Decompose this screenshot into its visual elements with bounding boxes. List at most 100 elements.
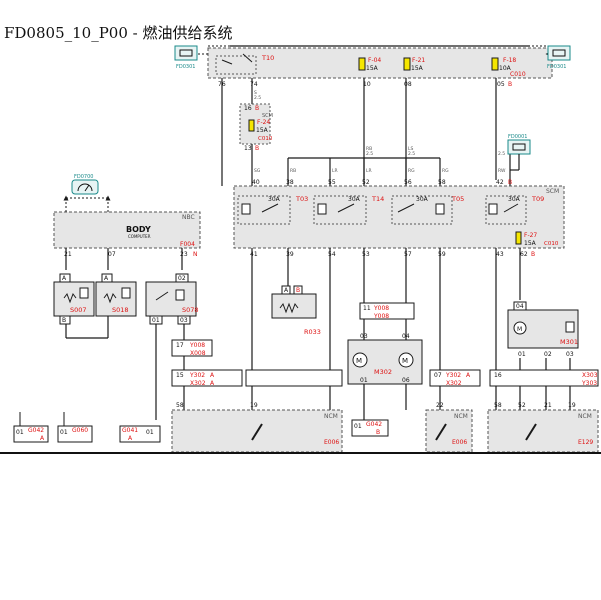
svg-text:B: B <box>255 145 259 152</box>
top-box-code: C010 <box>510 71 526 78</box>
svg-text:N: N <box>193 251 198 258</box>
svg-text:S: S <box>254 90 257 96</box>
resistor-r033: A B R033 <box>271 285 321 336</box>
svg-text:19: 19 <box>250 402 258 409</box>
svg-text:C010: C010 <box>258 136 273 142</box>
svg-text:BODY: BODY <box>126 225 151 234</box>
motor-m302: 03 04 M M M302 01 06 <box>347 333 423 385</box>
svg-text:19: 19 <box>568 402 576 409</box>
svg-text:X302: X302 <box>190 380 206 387</box>
svg-text:FD0700: FD0700 <box>74 174 93 180</box>
fd0700-gauge[interactable]: FD0700 <box>71 174 99 195</box>
page-title: FD0805_10_P00 - 燃油供给系统 <box>4 24 233 42</box>
connector-x303: 16 X303 Y303 <box>489 369 599 387</box>
svg-text:07: 07 <box>434 372 442 379</box>
fuse-f27: F-27 15A C010 <box>515 231 559 247</box>
svg-text:21: 21 <box>544 402 552 409</box>
svg-text:43: 43 <box>496 251 504 258</box>
fd0700-wires <box>63 195 111 212</box>
svg-text:RG: RG <box>408 168 415 174</box>
svg-text:55: 55 <box>328 179 336 186</box>
wire-labels: S 2.5 RB 2.5 LS 2.5 2.5 SG RB LR LR RG R… <box>254 90 506 174</box>
svg-text:30A: 30A <box>268 196 281 203</box>
fd0301-right-label: FD0301 <box>547 64 566 70</box>
svg-text:01: 01 <box>146 429 154 436</box>
svg-text:52: 52 <box>362 179 370 186</box>
svg-text:LR: LR <box>332 168 338 174</box>
svg-text:S018: S018 <box>112 306 129 314</box>
svg-text:S078: S078 <box>182 306 199 314</box>
svg-text:16: 16 <box>494 372 502 379</box>
svg-text:42: 42 <box>496 179 504 186</box>
svg-text:30A: 30A <box>508 196 521 203</box>
svg-text:M: M <box>402 357 408 365</box>
svg-text:A: A <box>210 372 215 379</box>
svg-text:E006: E006 <box>324 439 339 446</box>
svg-text:A: A <box>466 372 471 379</box>
svg-text:RB: RB <box>366 146 372 152</box>
svg-text:G060: G060 <box>72 427 88 434</box>
svg-text:74: 74 <box>250 81 258 88</box>
ground-g042-a: 01 G042 A <box>13 412 49 443</box>
svg-text:10: 10 <box>363 81 371 88</box>
svg-text:08: 08 <box>404 81 412 88</box>
svg-text:04: 04 <box>516 303 524 310</box>
fuse-f18: F-18 10A <box>491 57 516 72</box>
svg-text:16: 16 <box>244 105 252 112</box>
fd0301-left-connector[interactable]: FD0301 <box>174 45 208 70</box>
svg-text:SG: SG <box>254 168 261 174</box>
svg-text:A: A <box>40 435 45 442</box>
svg-text:T05: T05 <box>451 195 464 203</box>
svg-text:M: M <box>517 326 522 333</box>
bcm-wires <box>65 248 183 270</box>
svg-text:2.5: 2.5 <box>366 151 373 157</box>
connector-y302-right: 07 Y302 A X302 <box>429 369 481 387</box>
svg-text:02: 02 <box>178 275 186 282</box>
svg-text:15A: 15A <box>256 127 269 134</box>
svg-text:59: 59 <box>438 251 446 258</box>
svg-text:03: 03 <box>180 317 188 324</box>
svg-text:53: 53 <box>362 251 370 258</box>
svg-text:LR: LR <box>366 168 372 174</box>
svg-text:F-18: F-18 <box>503 57 516 64</box>
svg-text:52: 52 <box>518 402 526 409</box>
fuse-f04: F-04 15A <box>358 57 381 72</box>
svg-text:M: M <box>356 357 362 365</box>
svg-text:2.5: 2.5 <box>408 151 415 157</box>
ground-g060: 01 G060 <box>57 412 93 443</box>
svg-text:41: 41 <box>250 251 258 258</box>
svg-text:NBC: NBC <box>182 214 195 221</box>
svg-text:B: B <box>255 105 259 112</box>
svg-text:21: 21 <box>64 251 72 258</box>
svg-text:F-04: F-04 <box>368 57 381 64</box>
connector-y302-left: 15 Y302 A X302 A <box>171 369 243 387</box>
ncm-left: NCM 58 19 E006 <box>171 402 343 452</box>
svg-text:56: 56 <box>404 179 412 186</box>
svg-text:B: B <box>296 287 300 294</box>
svg-text:30A: 30A <box>348 196 361 203</box>
svg-text:02: 02 <box>544 351 552 358</box>
page-separator <box>0 452 601 454</box>
fd0001-connector[interactable]: FD0001 <box>507 134 531 171</box>
svg-text:RW: RW <box>498 168 506 174</box>
svg-text:E129: E129 <box>578 439 593 446</box>
svg-text:NCM: NCM <box>578 413 592 420</box>
svg-text:05: 05 <box>497 81 505 88</box>
svg-text:Y303: Y303 <box>581 380 597 387</box>
svg-text:2.5: 2.5 <box>498 151 505 157</box>
top-box-pins: 76 74 10 08 05 B <box>218 81 512 88</box>
svg-text:Y302: Y302 <box>445 372 461 379</box>
svg-text:01: 01 <box>518 351 526 358</box>
relay-bottom-pins: 41 39 54 53 57 59 43 62 B <box>250 251 535 258</box>
connector-y008-left: 17 Y008 X008 <box>171 339 213 357</box>
svg-text:39: 39 <box>286 251 294 258</box>
ground-g042-b: 01 G042 B <box>351 419 389 437</box>
svg-text:X008: X008 <box>190 350 206 357</box>
fd0301-right-connector[interactable]: FD0301 <box>545 45 571 70</box>
svg-text:54: 54 <box>328 251 336 258</box>
svg-text:FD0001: FD0001 <box>508 134 527 140</box>
body-computer: BODY COMPUTER NBC F004 21 07 23 N <box>53 211 201 258</box>
svg-text:B: B <box>508 81 512 88</box>
svg-text:01: 01 <box>360 377 368 384</box>
bus-lines <box>287 150 511 186</box>
